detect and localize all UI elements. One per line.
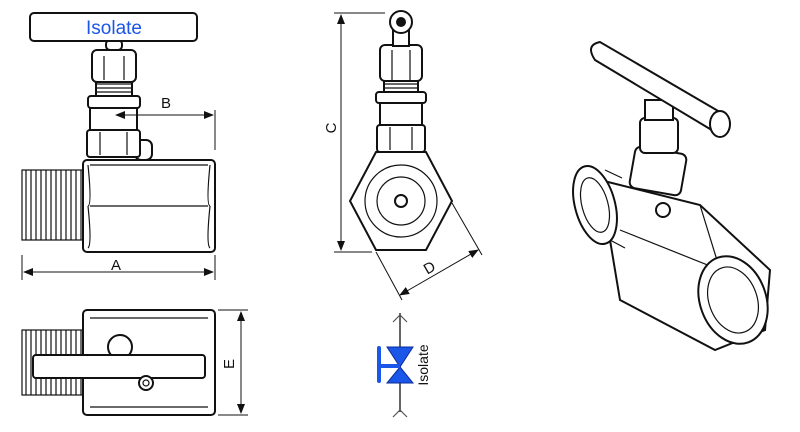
symbol-label: Isolate — [415, 344, 431, 385]
bonnet-hex — [86, 129, 141, 158]
stem-cap — [91, 49, 137, 83]
side-view: C D — [323, 10, 483, 301]
isolate-valve-symbol: Isolate — [377, 313, 431, 418]
bottom-view: E — [21, 309, 248, 416]
handle-bar — [29, 12, 198, 42]
port-hole — [394, 194, 408, 208]
isometric-view — [572, 40, 772, 352]
dimension-b-label: B — [161, 95, 171, 112]
dimension-e-label: E — [221, 359, 238, 369]
handle-label: Isolate — [86, 18, 142, 39]
dimension-a-label: A — [111, 257, 121, 274]
dimension-c-label: C — [323, 122, 340, 133]
bonnet — [89, 107, 138, 131]
handle-bar-bottom — [32, 354, 206, 379]
dimension-d-label: D — [421, 258, 439, 278]
front-view: Isolate A B — [21, 12, 216, 280]
gland-nut — [87, 95, 141, 109]
